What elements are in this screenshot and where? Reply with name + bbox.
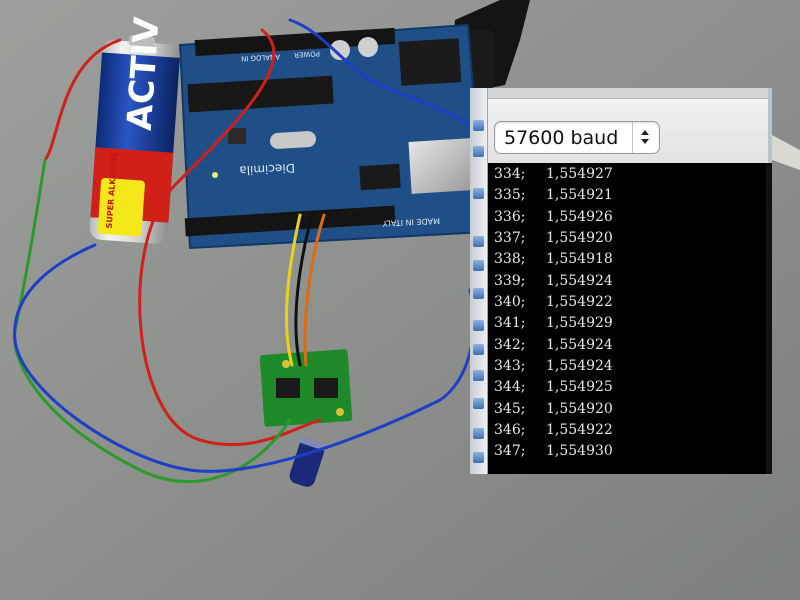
line-index: 336;: [494, 208, 526, 225]
serial-monitor-window: 57600 baud 334; 1,554927 335; 1,554921 336; 1…: [470, 88, 772, 474]
serial-output: 334; 1,554927 335; 1,554921 336; 1,554926 337;…: [494, 166, 613, 465]
line-value: 1,554924: [546, 272, 613, 289]
line-value: 1,554920: [546, 230, 613, 247]
line-value: 1,554930: [546, 443, 613, 460]
serial-line: 337; 1,554920: [494, 230, 613, 251]
svg-text:POWER: POWER: [294, 49, 320, 58]
select-arrows-icon[interactable]: [632, 122, 659, 153]
baud-rate-label: 57600 baud: [504, 127, 619, 149]
serial-line: 339; 1,554924: [494, 273, 613, 294]
output-scrollbar[interactable]: [766, 163, 772, 474]
sensor-pcb: [259, 349, 353, 427]
serial-line: 344; 1,554925: [494, 379, 613, 400]
line-index: 337;: [494, 230, 526, 247]
toolbar-icon[interactable]: [473, 370, 484, 381]
serial-line: 342; 1,554924: [494, 337, 613, 358]
baud-rate-select[interactable]: 57600 baud: [494, 121, 660, 154]
line-index: 346;: [494, 422, 526, 439]
toolbar-icon[interactable]: [473, 398, 484, 409]
serial-line: 335; 1,554921: [494, 187, 613, 208]
toolbar-icon[interactable]: [473, 344, 484, 355]
line-value: 1,554929: [546, 315, 613, 332]
serial-line: 346; 1,554922: [494, 422, 613, 443]
serial-line: 341; 1,554929: [494, 315, 613, 336]
toolbar-icon[interactable]: [473, 428, 484, 439]
line-value: 1,554920: [546, 400, 613, 417]
serial-line: 345; 1,554920: [494, 401, 613, 422]
line-index: 347;: [494, 443, 526, 460]
svg-text:ANALOG IN: ANALOG IN: [241, 52, 280, 62]
line-index: 335;: [494, 187, 526, 204]
line-value: 1,554924: [546, 336, 613, 353]
toolbar-icon[interactable]: [473, 320, 484, 331]
line-value: 1,554922: [546, 422, 613, 439]
serial-line: 347; 1,554930: [494, 443, 613, 464]
serial-line: 336; 1,554926: [494, 209, 613, 230]
side-toolbar: [470, 88, 488, 474]
toolbar-icon[interactable]: [473, 120, 484, 131]
svg-text:MADE IN ITALY: MADE IN ITALY: [382, 216, 440, 228]
line-value: 1,554922: [546, 294, 613, 311]
toolbar-icon[interactable]: [473, 146, 484, 157]
line-index: 342;: [494, 336, 526, 353]
battery: ACTIV SUPER ALKALINE: [89, 15, 180, 244]
serial-line: 343; 1,554924: [494, 358, 613, 379]
toolbar-icon[interactable]: [473, 288, 484, 299]
line-value: 1,554921: [546, 187, 613, 204]
window-right-strip: [768, 88, 772, 163]
toolbar-icon[interactable]: [473, 236, 484, 247]
serial-line: 338; 1,554918: [494, 251, 613, 272]
arduino-board: Diecimila MADE IN ITALY ANALOG IN POWER: [178, 23, 486, 250]
line-index: 340;: [494, 294, 526, 311]
line-value: 1,554924: [546, 358, 613, 375]
line-index: 343;: [494, 358, 526, 375]
line-index: 338;: [494, 251, 526, 268]
toolbar-icon[interactable]: [473, 452, 484, 463]
toolbar-icon[interactable]: [473, 188, 484, 199]
line-index: 344;: [494, 379, 526, 396]
line-index: 341;: [494, 315, 526, 332]
toolbar-icon[interactable]: [473, 260, 484, 271]
svg-text:Diecimila: Diecimila: [239, 161, 295, 178]
line-index: 334;: [494, 166, 526, 182]
line-value: 1,554918: [546, 251, 613, 268]
wires: [12, 18, 477, 484]
window-top-strip: [470, 88, 772, 99]
line-value: 1,554926: [546, 208, 613, 225]
line-index: 339;: [494, 272, 526, 289]
line-value: 1,554927: [546, 166, 613, 182]
line-value: 1,554925: [546, 379, 613, 396]
serial-line: 334; 1,554927: [494, 166, 613, 187]
svg-text:ACTIV: ACTIV: [120, 15, 168, 132]
line-index: 345;: [494, 400, 526, 417]
serial-line: 340; 1,554922: [494, 294, 613, 315]
